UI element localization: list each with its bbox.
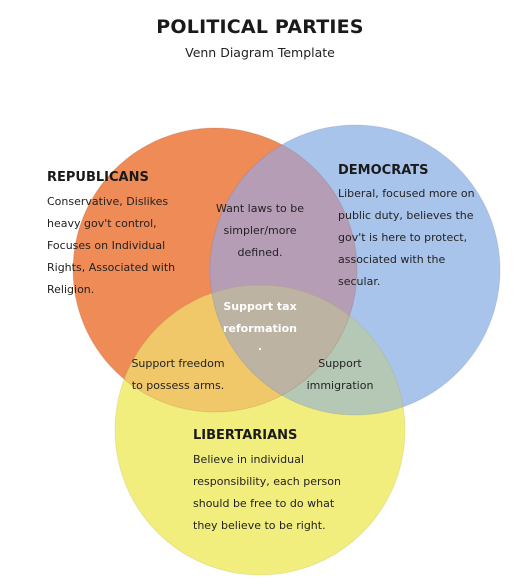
libertarians-description: Believe in individual responsibility, ea… [193, 449, 373, 537]
overlap-rep-lib-line: Support freedom [131, 357, 225, 370]
overlap-rep-dem-text: Want laws to be simpler/more defined. [208, 198, 312, 264]
republicans-line: heavy gov't control, [47, 217, 157, 230]
republicans-line: Focuses on Individual [47, 239, 166, 252]
republicans-line: Conservative, Dislikes [47, 195, 169, 208]
libertarians-line: they believe to be right. [193, 519, 326, 532]
democrats-line: associated with the [338, 253, 446, 266]
overlap-all-line: Support tax [223, 300, 297, 313]
overlap-all-line: reformation [223, 322, 297, 335]
overlap-rep-dem-line: defined. [237, 246, 283, 259]
libertarians-line: should be free to do what [193, 497, 335, 510]
page-title: POLITICAL PARTIES [156, 16, 364, 38]
republicans-line: Rights, Associated with [47, 261, 176, 274]
overlap-dem-lib [210, 285, 405, 415]
republicans-description: Conservative, Dislikes heavy gov't contr… [47, 191, 207, 301]
overlap-all-line: . [257, 340, 263, 353]
overlap-rep-lib-text: Support freedom to possess arms. [118, 353, 238, 397]
overlap-rep-dem-line: simpler/more [223, 224, 297, 237]
overlap-dem-lib-text: Support immigration [290, 353, 390, 397]
democrats-description: Liberal, focused more on public duty, be… [338, 183, 503, 293]
libertarians-line: responsibility, each person [193, 475, 341, 488]
page-subtitle: Venn Diagram Template [185, 45, 335, 60]
overlap-all-text: Support tax reformation . [210, 296, 310, 354]
libertarians-line: Believe in individual [193, 453, 304, 466]
overlap-rep-lib-line: to possess arms. [131, 379, 225, 392]
democrats-line: secular. [338, 275, 381, 288]
overlap-dem-lib-line: immigration [306, 379, 374, 392]
republicans-outline [72, 127, 358, 413]
democrats-outline [209, 124, 501, 416]
libertarians-outline [114, 284, 406, 576]
overlap-rep-dem-line: Want laws to be [215, 202, 304, 215]
republicans-heading: REPUBLICANS [47, 170, 149, 185]
democrats-line: Liberal, focused more on [338, 187, 475, 200]
republicans-line: Religion. [47, 283, 95, 296]
democrats-line: public duty, believes the [338, 209, 474, 222]
overlap-dem-lib-line: Support [318, 357, 362, 370]
democrats-heading: DEMOCRATS [338, 163, 429, 178]
libertarians-heading: LIBERTARIANS [193, 428, 298, 443]
democrats-line: gov't is here to protect, [338, 231, 468, 244]
